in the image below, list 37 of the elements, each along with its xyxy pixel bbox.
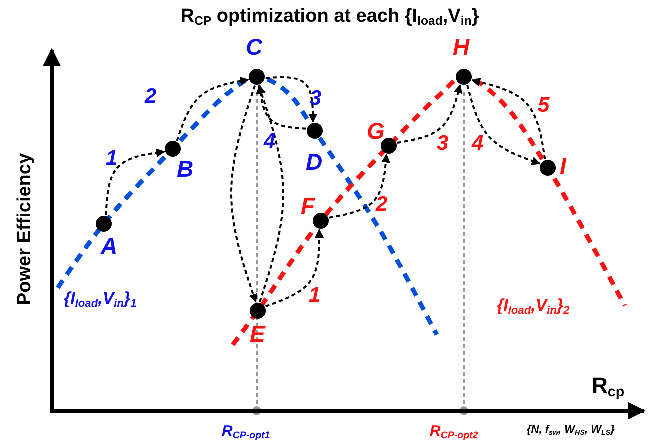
curve-label: {I$_{load}$,V$_{in}$}$_{2}$ — [497, 297, 570, 317]
axis-label: R$_{CP-opt1}$ — [222, 424, 270, 442]
point-label: C — [246, 36, 263, 59]
point-label: F — [301, 195, 316, 218]
point-label: A — [101, 235, 118, 258]
edge-label: 1 — [106, 148, 118, 169]
edge-label: 3 — [310, 88, 322, 109]
edge-label: 5 — [538, 95, 550, 116]
axis-label: R$_{CP-opt2}$ — [430, 424, 478, 442]
point-label: H — [453, 36, 470, 59]
arrow — [105, 148, 166, 216]
point-label: D — [306, 151, 323, 174]
edge-label: 2 — [376, 194, 388, 215]
arrow — [471, 78, 546, 160]
point-label: G — [367, 120, 385, 143]
arrow — [256, 84, 306, 130]
arrow — [230, 85, 258, 304]
axis-label: R$_{cp}$ — [592, 375, 625, 400]
edge-label: 1 — [309, 285, 321, 306]
arrow — [329, 154, 390, 219]
point-label: B — [177, 158, 194, 181]
edge-label: 4 — [264, 131, 276, 152]
arrow — [466, 85, 541, 166]
edge-label: 4 — [472, 133, 484, 154]
arrow — [266, 76, 318, 124]
edge-label: 2 — [145, 86, 157, 107]
arrow — [397, 84, 463, 144]
chart-title: R$_{CP}$ optimization at each {I$_{load}$,V$_{in}$} — [180, 7, 480, 28]
arrow — [265, 228, 324, 308]
curve-label: {I$_{load}$,V$_{in}$}$_{1}$ — [64, 290, 137, 310]
arrow — [176, 76, 250, 142]
arrow — [257, 84, 284, 303]
edge-label: 3 — [437, 133, 449, 154]
point-label: I — [560, 155, 566, 178]
axis-title: Power Efficiency — [16, 152, 34, 308]
axis-label: {N, f$_{sw}$, W$_{HS}$, W$_{LS}$} — [527, 425, 615, 437]
point-label: E — [250, 323, 266, 346]
